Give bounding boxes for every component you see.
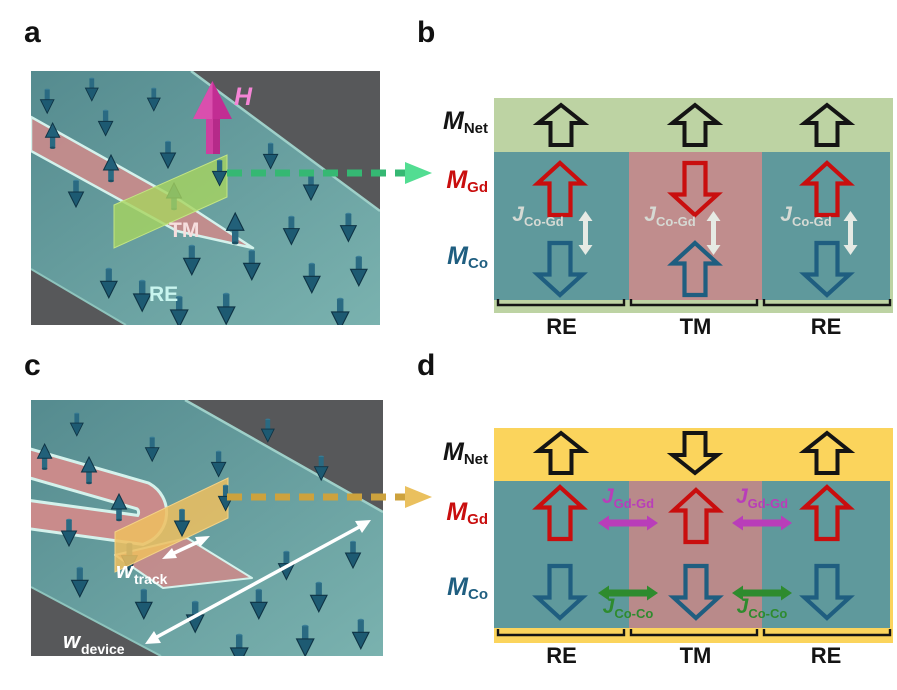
w-track-dimension-arrow [162, 536, 210, 559]
w-device-label-main: w [63, 628, 82, 653]
w-device-label-sub: device [81, 641, 125, 656]
j-co-gd-label: JCo-Gd [644, 203, 696, 229]
field-label: H [234, 83, 253, 111]
cut-line-arrow-green [227, 162, 432, 184]
j-gd-gd-label: JGd-Gd [601, 485, 655, 511]
panel-d-region-labels: RE TM RE [494, 645, 893, 669]
m-net-arrow [536, 103, 852, 147]
w-device-dimension-arrow [145, 520, 371, 644]
re-label: RE [149, 283, 178, 306]
panel-letter-c: c [24, 349, 41, 382]
slab-edge-highlight [31, 586, 162, 656]
m-net-label: MNet [443, 107, 488, 137]
panel-d-schematic: JGd-Gd JGd-Gd JCo-Co JCo-Co [494, 428, 893, 643]
m-net-arrow [536, 431, 852, 475]
panel-b-schematic: JCo-Gd JCo-Gd JCo-Gd [494, 98, 893, 313]
j-gd-gd-label: JGd-Gd [735, 485, 789, 511]
scene-a-racetrack-3d: H TM RE [31, 71, 380, 325]
region-label-re: RE [810, 643, 842, 668]
j-co-gd-label: JCo-Gd [780, 203, 832, 229]
j-co-co-label: JCo-Co [602, 595, 654, 621]
slab-edge-highlight [184, 400, 383, 514]
cut-line-arrow-orange [227, 486, 432, 508]
slab-edge-highlight [31, 268, 127, 325]
m-co-label: MCo [447, 242, 488, 272]
region-label-re: RE [546, 643, 577, 668]
w-track-label-sub: track [134, 571, 168, 587]
region-label-re: RE [810, 314, 842, 339]
m-gd-label: MGd [446, 166, 488, 196]
j-co-gd-label: JCo-Gd [512, 203, 564, 229]
cut-plane-orange [114, 477, 229, 573]
panel-letter-a: a [24, 16, 41, 49]
tm-label: TM [169, 219, 199, 242]
m-gd-label: MGd [446, 498, 488, 528]
panel-b-region-labels: RE TM RE [494, 316, 893, 340]
region-label-re: RE [546, 314, 577, 339]
panel-letter-b: b [417, 16, 436, 49]
j-co-co-label: JCo-Co [736, 595, 788, 621]
panel-letter-d: d [417, 349, 436, 382]
slab-edge-highlight [190, 71, 380, 213]
region-label-tm: TM [679, 643, 712, 668]
m-net-label: MNet [443, 438, 488, 468]
scene-c-racetrack-3d: w track w device [31, 400, 383, 656]
cut-plane-green [113, 154, 228, 249]
region-bracket [496, 629, 892, 637]
field-arrow-h [193, 81, 232, 154]
w-track-label-main: w [116, 558, 135, 583]
m-co-label: MCo [447, 573, 488, 603]
region-label-tm: TM [679, 314, 712, 339]
